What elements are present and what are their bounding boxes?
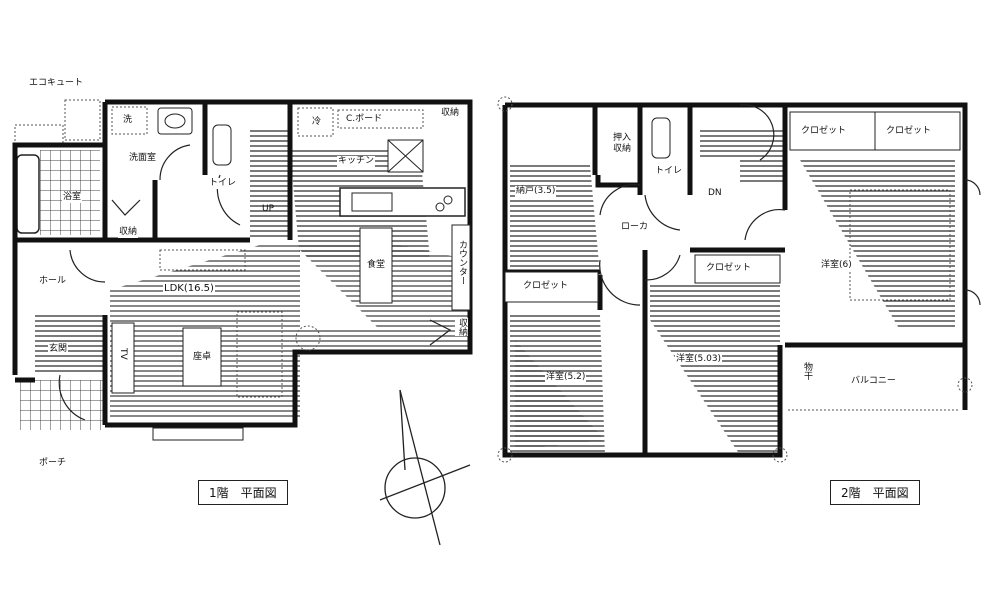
label-closet-1: クロゼット (800, 126, 848, 137)
floor2-doors (599, 104, 981, 306)
label-closet-2: クロゼット (885, 126, 933, 137)
label-closet-3: クロゼット (705, 263, 753, 274)
label-hall: ホール (38, 276, 68, 287)
label-storage-living: 収納 (455, 318, 468, 336)
label-kitchen: キッチン (337, 156, 376, 167)
kitchen-counter (339, 187, 466, 217)
floor2-title: 2階 平面図 (830, 480, 920, 505)
label-bedroom-6: 洋室(6) (820, 260, 853, 271)
label-porch: ポーチ (39, 458, 67, 468)
label-entrance: 玄関 (48, 344, 69, 355)
label-bedroom-5-2: 洋室(5.2) (545, 372, 587, 383)
label-washer: 洗 (122, 115, 134, 126)
floor1-walls (12, 99, 473, 428)
label-closet-4: クロゼット (522, 281, 570, 292)
label-storage-kitchen: 収納 (440, 108, 461, 119)
label-counter: カウンター (455, 240, 468, 285)
label-washroom: 洗面室 (128, 153, 158, 164)
ldk-floor-hatch (110, 245, 470, 420)
label-bedroom-5-03: 洋室(5.03) (675, 354, 723, 365)
label-ldk: LDK(16.5) (163, 283, 215, 294)
toilet-icon (212, 124, 232, 166)
label-bath: 浴室 (62, 192, 83, 203)
sink-icon (157, 107, 193, 135)
bathtub-icon (16, 154, 40, 234)
label-stairs-down: DN (708, 188, 722, 198)
compass-icon (379, 389, 471, 546)
floor2-walls (502, 102, 968, 458)
label-ecocute: エコキュート (29, 78, 84, 88)
toilet-icon (651, 117, 671, 159)
entrance-hatch (35, 315, 105, 375)
label-storage-bath: 収納 (118, 227, 139, 238)
label-balcony: バルコニー (850, 376, 897, 387)
label-table: 座卓 (192, 352, 213, 363)
label-toilet-2f: トイレ (654, 166, 684, 177)
floor1-plan (12, 99, 473, 441)
label-drying: 物干 (800, 362, 813, 380)
label-toilet-1f: トイレ (208, 178, 238, 189)
label-storeroom: 納戸(3.5) (515, 186, 557, 197)
label-dining: 食堂 (366, 260, 387, 271)
floor2-plan (497, 96, 981, 463)
label-tv: TV (116, 348, 129, 360)
label-stairs-up: UP (262, 204, 275, 214)
label-fridge: 冷 (311, 117, 323, 128)
stairs-hatch (250, 130, 290, 240)
label-cupboard: C.ボード (345, 114, 384, 125)
porch-tiles (20, 380, 105, 430)
label-oshiire: 押入 収納 (612, 133, 633, 155)
floor1-title: 1階 平面図 (198, 480, 288, 505)
label-corridor: ローカ (620, 222, 650, 233)
